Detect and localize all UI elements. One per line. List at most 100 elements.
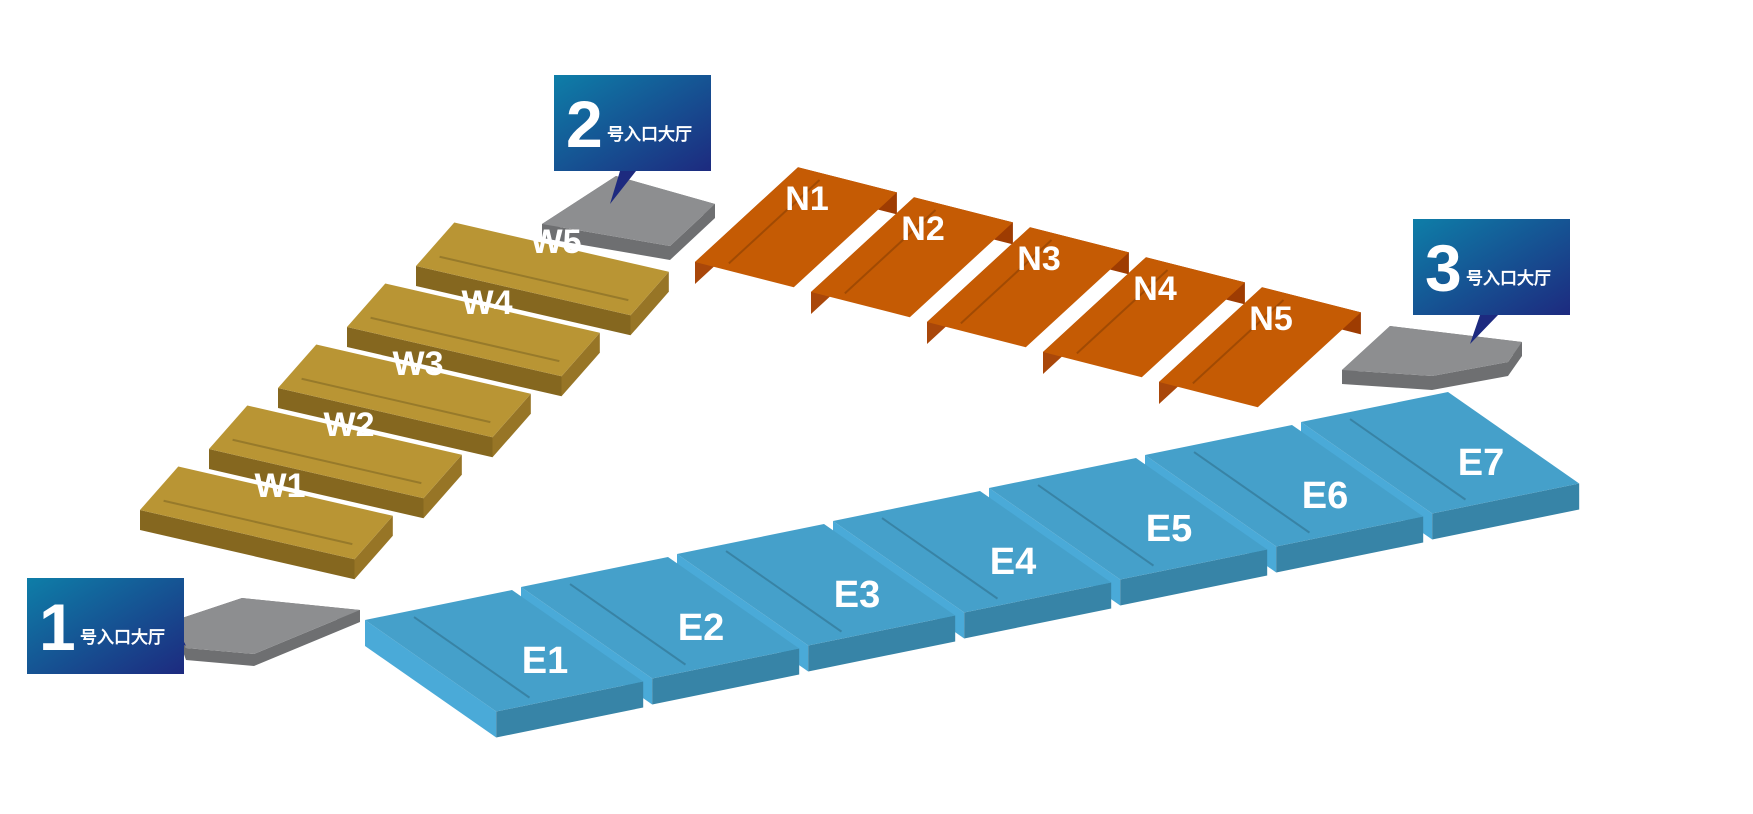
- hall-w3-front-face: [278, 388, 493, 458]
- hall-e6-roof: [1145, 425, 1424, 547]
- hall-e5-roof: [989, 458, 1268, 580]
- lobby-1-platform-roof: [176, 598, 360, 654]
- hall-e1[interactable]: E1: [365, 590, 644, 738]
- hall-n2-roof: [811, 197, 1013, 318]
- lobby-3-platform-side: [1508, 342, 1522, 376]
- hall-n5[interactable]: N5: [1159, 287, 1361, 408]
- hall-e5-label: E5: [1146, 508, 1192, 550]
- hall-w3-label: W3: [393, 345, 444, 383]
- hall-w2-ridge: [232, 438, 422, 485]
- hall-n2[interactable]: N2: [811, 197, 1013, 318]
- hall-e4-roof: [833, 491, 1112, 613]
- hall-n5-label: N5: [1249, 300, 1292, 338]
- entrance-3-panel: [1413, 219, 1570, 315]
- hall-e3-side-face: [808, 615, 956, 672]
- hall-w5-front-face: [416, 266, 631, 336]
- hall-n2-label: N2: [901, 210, 944, 248]
- hall-n4-label: N4: [1133, 270, 1177, 308]
- hall-e6-ridge: [1193, 451, 1311, 534]
- entrance-3-number: 3: [1425, 231, 1462, 305]
- hall-w4-side-face: [561, 332, 600, 397]
- hall-n1[interactable]: N1: [695, 167, 897, 288]
- hall-w3-roof: [278, 344, 531, 438]
- hall-w5[interactable]: W5: [416, 222, 669, 336]
- hall-w4-ridge: [370, 316, 560, 363]
- hall-e6-label: E6: [1302, 475, 1348, 517]
- hall-n3-roof: [927, 227, 1129, 348]
- hall-e7-roof: [1301, 392, 1580, 514]
- lobby-2-platform-side: [542, 224, 670, 260]
- hall-e4-side-face: [964, 582, 1112, 639]
- hall-e6-side-face: [1276, 516, 1424, 573]
- hall-e5-ridge: [1037, 484, 1155, 567]
- hall-e1-roof: [365, 590, 644, 712]
- hall-w3[interactable]: W3: [278, 344, 531, 458]
- hall-e2-roof: [521, 557, 800, 679]
- hall-n4[interactable]: N4: [1043, 257, 1245, 378]
- hall-e2-label: E2: [678, 607, 724, 649]
- entrance-1-panel: [27, 578, 184, 674]
- hall-w1[interactable]: W1: [140, 466, 393, 580]
- hall-e7-ridge: [1349, 418, 1467, 501]
- lobby-2-platform-roof: [542, 176, 715, 246]
- lobby-3-platform-roof: [1342, 326, 1522, 376]
- hall-e3-label: E3: [834, 574, 880, 616]
- hall-n4-ridge: [1076, 269, 1169, 355]
- hall-n3[interactable]: N3: [927, 227, 1129, 348]
- hall-w5-side-face: [630, 271, 669, 336]
- hall-n2-ridge: [844, 209, 937, 295]
- hall-w3-ridge: [301, 377, 491, 424]
- entrance-3-label: 号入口大厅: [1466, 268, 1551, 289]
- lobby-3-platform-side: [1432, 362, 1508, 390]
- hall-w5-roof: [416, 222, 669, 316]
- hall-e3-roof: [677, 524, 956, 646]
- entrance-1-number: 1: [39, 590, 76, 664]
- hall-w4-front-face: [347, 327, 562, 397]
- hall-w1-roof: [140, 466, 393, 560]
- hall-w2-side-face: [423, 454, 462, 519]
- lobby-1-platform: [176, 598, 360, 666]
- lobby-3-platform-side: [1342, 370, 1432, 390]
- hall-w1-side-face: [354, 515, 393, 580]
- entrance-1-label: 号入口大厅: [80, 627, 165, 648]
- hall-w4-roof: [347, 283, 600, 377]
- entrance-2-number: 2: [566, 87, 603, 161]
- lobby-3-platform: [1342, 326, 1522, 390]
- hall-w1-front-face: [140, 510, 355, 580]
- hall-e7-label: E7: [1458, 442, 1504, 484]
- hall-e1-side-face: [496, 681, 644, 738]
- hall-w2[interactable]: W2: [209, 405, 462, 519]
- hall-w2-front-face: [209, 449, 424, 519]
- hall-e3-ridge: [725, 550, 843, 633]
- hall-w4-label: W4: [462, 284, 513, 322]
- hall-n5-ridge: [1192, 299, 1285, 385]
- hall-w4[interactable]: W4: [347, 283, 600, 397]
- hall-e4-label: E4: [990, 541, 1036, 583]
- hall-e7-side-face: [1432, 483, 1580, 540]
- hall-e1-front-face: [365, 620, 497, 738]
- hall-e1-ridge: [413, 616, 531, 699]
- hall-w5-label: W5: [531, 223, 582, 261]
- hall-w5-ridge: [439, 255, 629, 302]
- hall-w1-ridge: [163, 499, 353, 546]
- hall-e2-side-face: [652, 648, 800, 705]
- entrance-2-label: 号入口大厅: [607, 124, 692, 145]
- hall-n1-label: N1: [785, 180, 828, 218]
- hall-e4-ridge: [881, 517, 999, 600]
- lobby-1-platform-side: [254, 610, 360, 666]
- hall-w2-roof: [209, 405, 462, 499]
- hall-n1-ridge: [728, 179, 821, 265]
- hall-e2-ridge: [569, 583, 687, 666]
- hall-e5-side-face: [1120, 549, 1268, 606]
- lobby-2-platform-side: [670, 204, 715, 260]
- hall-e1-label: E1: [522, 640, 568, 682]
- hall-w1-label: W1: [255, 467, 306, 505]
- hall-w2-label: W2: [324, 406, 375, 444]
- hall-n3-label: N3: [1017, 240, 1060, 278]
- hall-n3-ridge: [960, 239, 1053, 325]
- entrance-2-panel: [554, 75, 711, 171]
